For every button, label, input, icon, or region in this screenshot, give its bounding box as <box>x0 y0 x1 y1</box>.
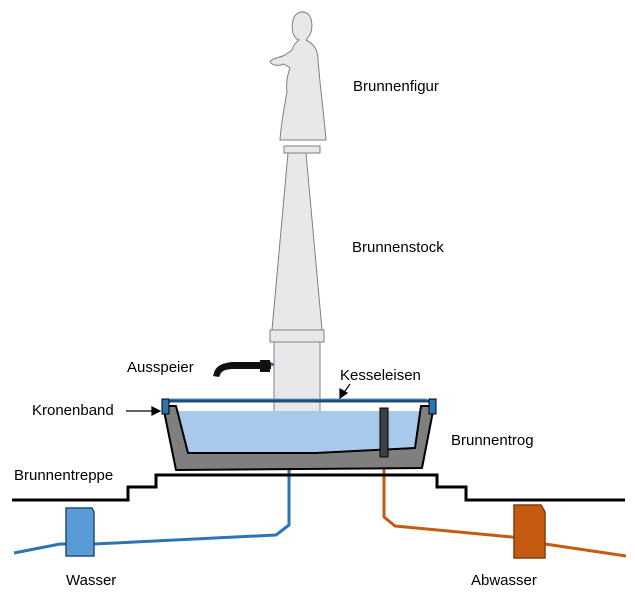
brunnentreppe <box>12 473 625 502</box>
wasser-box <box>65 507 95 557</box>
brunnentrog <box>162 405 435 471</box>
kronenband-right <box>428 398 437 415</box>
column-shaft <box>271 152 323 331</box>
brunnenfigur-statue <box>269 11 327 141</box>
spout-collar <box>260 360 270 372</box>
brunnenstock <box>269 145 325 433</box>
kesseleisen-arrowhead <box>339 387 349 400</box>
label-brunnentrog: Brunnentrog <box>451 432 534 449</box>
kronenband-left <box>161 398 170 415</box>
column-base <box>269 329 325 343</box>
abwasser-box <box>513 504 546 559</box>
water-fill <box>176 411 421 453</box>
label-brunnenstock: Brunnenstock <box>352 239 444 256</box>
overflow-pipe <box>379 407 389 458</box>
label-ausspeier: Ausspeier <box>127 359 194 376</box>
label-brunnentreppe: Brunnentreppe <box>14 467 114 484</box>
ausspeier-spout <box>213 362 271 377</box>
label-arrows <box>126 383 351 416</box>
kronenband-arrowhead <box>151 406 162 416</box>
label-wasser: Wasser <box>66 572 117 589</box>
column-capital <box>283 145 321 154</box>
waste-water-pipe <box>382 455 627 558</box>
label-kesseleisen: Kesseleisen <box>340 367 421 384</box>
label-abwasser: Abwasser <box>471 572 537 589</box>
label-brunnenfigur: Brunnenfigur <box>353 78 439 95</box>
label-kronenband: Kronenband <box>32 402 114 419</box>
